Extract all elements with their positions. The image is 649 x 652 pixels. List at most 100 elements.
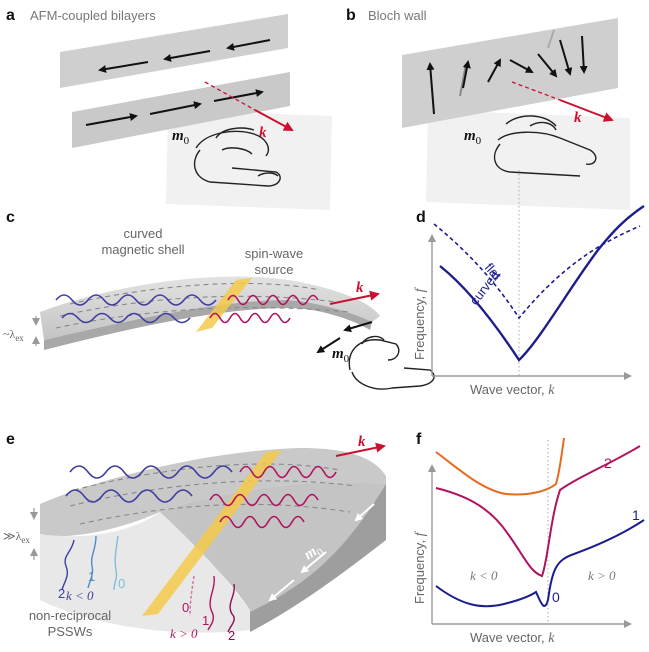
spin-arrow [537,53,558,78]
k-arrow [254,109,294,131]
panel-c-letter: c [6,209,15,226]
y-axis-label: Frequency, f [412,286,428,360]
k-dashed [511,81,561,101]
hand-icon [193,127,281,187]
spin-arrow [85,113,138,126]
k-arrow [335,442,386,457]
k-label: k [259,125,267,141]
m0-label: m0 [172,128,190,147]
thick-shell-front [40,512,250,633]
hand-card [426,110,630,210]
panel-a: a AFM-coupled bilayers k m0 [6,7,332,210]
m0-arrow [316,337,341,354]
spin-arrow [559,39,573,76]
panel-a-letter: a [6,7,15,24]
spin-wave-left [65,465,233,503]
spin-arrow [459,63,467,97]
hand-card [166,110,332,210]
m0-arrow [343,321,373,333]
afm-upper-layer [60,14,288,88]
mode-label-left-0: 0 [118,576,125,591]
mode-label-left-2: 2 [58,586,65,601]
spin-wave-right [209,465,337,529]
flat-dispersion [433,223,641,320]
source-label-line1: spin-wave [245,246,304,261]
branch-label-1: 1 [632,507,640,523]
afm-lower-layer [72,72,290,148]
m0-label: m0 [332,346,350,365]
shell-gridlines [69,463,357,525]
mode-label-right-0: 0 [182,600,189,615]
x-axis-label: Wave vector, k [470,630,555,646]
panel-d: d flat curved Wave vector, k Frequency, … [412,205,645,398]
spin-wave-left [55,294,217,324]
left-condition: k < 0 [66,588,94,603]
panel-c: c curved magnetic shell spin-wave source… [3,209,435,390]
caption-line1: non-reciprocal [29,608,111,623]
thick-shell-side [250,484,386,632]
spin-arrow [509,59,534,73]
thickness-label: ~λex [3,327,24,343]
curved-dispersion [439,205,645,362]
shell-title-line2: magnetic shell [101,242,184,257]
left-region-label: k < 0 [470,568,498,583]
k-label: k [574,110,582,126]
x-axis-label: Wave vector, k [470,382,555,398]
spin-arrow-shadow [547,29,555,49]
panel-b: b Bloch wall k m0 [346,7,630,210]
right-region-label: k > 0 [588,568,616,583]
spin-wave-source [142,450,282,616]
right-condition: k > 0 [170,626,198,641]
m0-arrow [268,579,295,602]
spin-arrow [163,50,211,62]
panel-f: f 2 1 0 k < 0 k > 0 Wave vector, k Frequ… [412,431,645,646]
m0-label: m0 [464,128,482,147]
spin-wave-source [196,278,252,332]
spin-arrow [213,89,264,102]
k-label: k [356,280,364,296]
branch-2 [435,445,641,578]
m0-label: m0 [301,540,326,566]
spin-arrow [98,61,149,73]
k-dashed [204,81,256,111]
spin-arrow [487,58,501,83]
spin-arrow [426,62,435,115]
branch-1 [435,519,645,608]
pssw-profiles-right [189,575,235,633]
panel-d-letter: d [416,209,426,226]
panel-e: e k m0 [3,431,386,643]
spin-arrow [226,39,271,51]
branch-orange [435,437,565,496]
caption-line2: PSSWs [48,624,93,639]
spin-arrow [149,101,202,115]
y-axis-label: Frequency, f [412,530,428,604]
bloch-wall-sheet [402,18,618,128]
branch-label-2: 2 [604,455,612,471]
m0-arrow [354,503,375,522]
hand-icon [493,115,597,177]
pssw-profiles-left [61,535,119,591]
panel-b-title: Bloch wall [368,8,427,23]
thickness-label: ≫λex [3,529,30,545]
curved-label: curved [467,268,503,308]
spin-arrow [462,60,471,89]
spin-arrow [579,35,588,74]
spin-wave-right [209,294,319,324]
hand-icon [348,335,435,390]
panel-a-title: AFM-coupled bilayers [30,8,156,23]
k-label: k [358,434,366,450]
shell-edge [44,300,372,350]
source-label-line2: source [254,262,293,277]
k-arrow [329,290,380,305]
panel-f-letter: f [416,431,422,448]
shell-title-line1: curved [123,226,162,241]
curved-shell [40,276,380,340]
mode-label-right-1: 1 [202,613,209,628]
branch-label-0: 0 [552,589,560,605]
panel-e-letter: e [6,431,15,448]
mode-label-left-1: 1 [88,569,95,584]
mode-label-right-2: 2 [228,628,235,643]
m0-arrow [300,551,327,574]
k-arrow [559,99,614,122]
panel-b-letter: b [346,7,356,24]
